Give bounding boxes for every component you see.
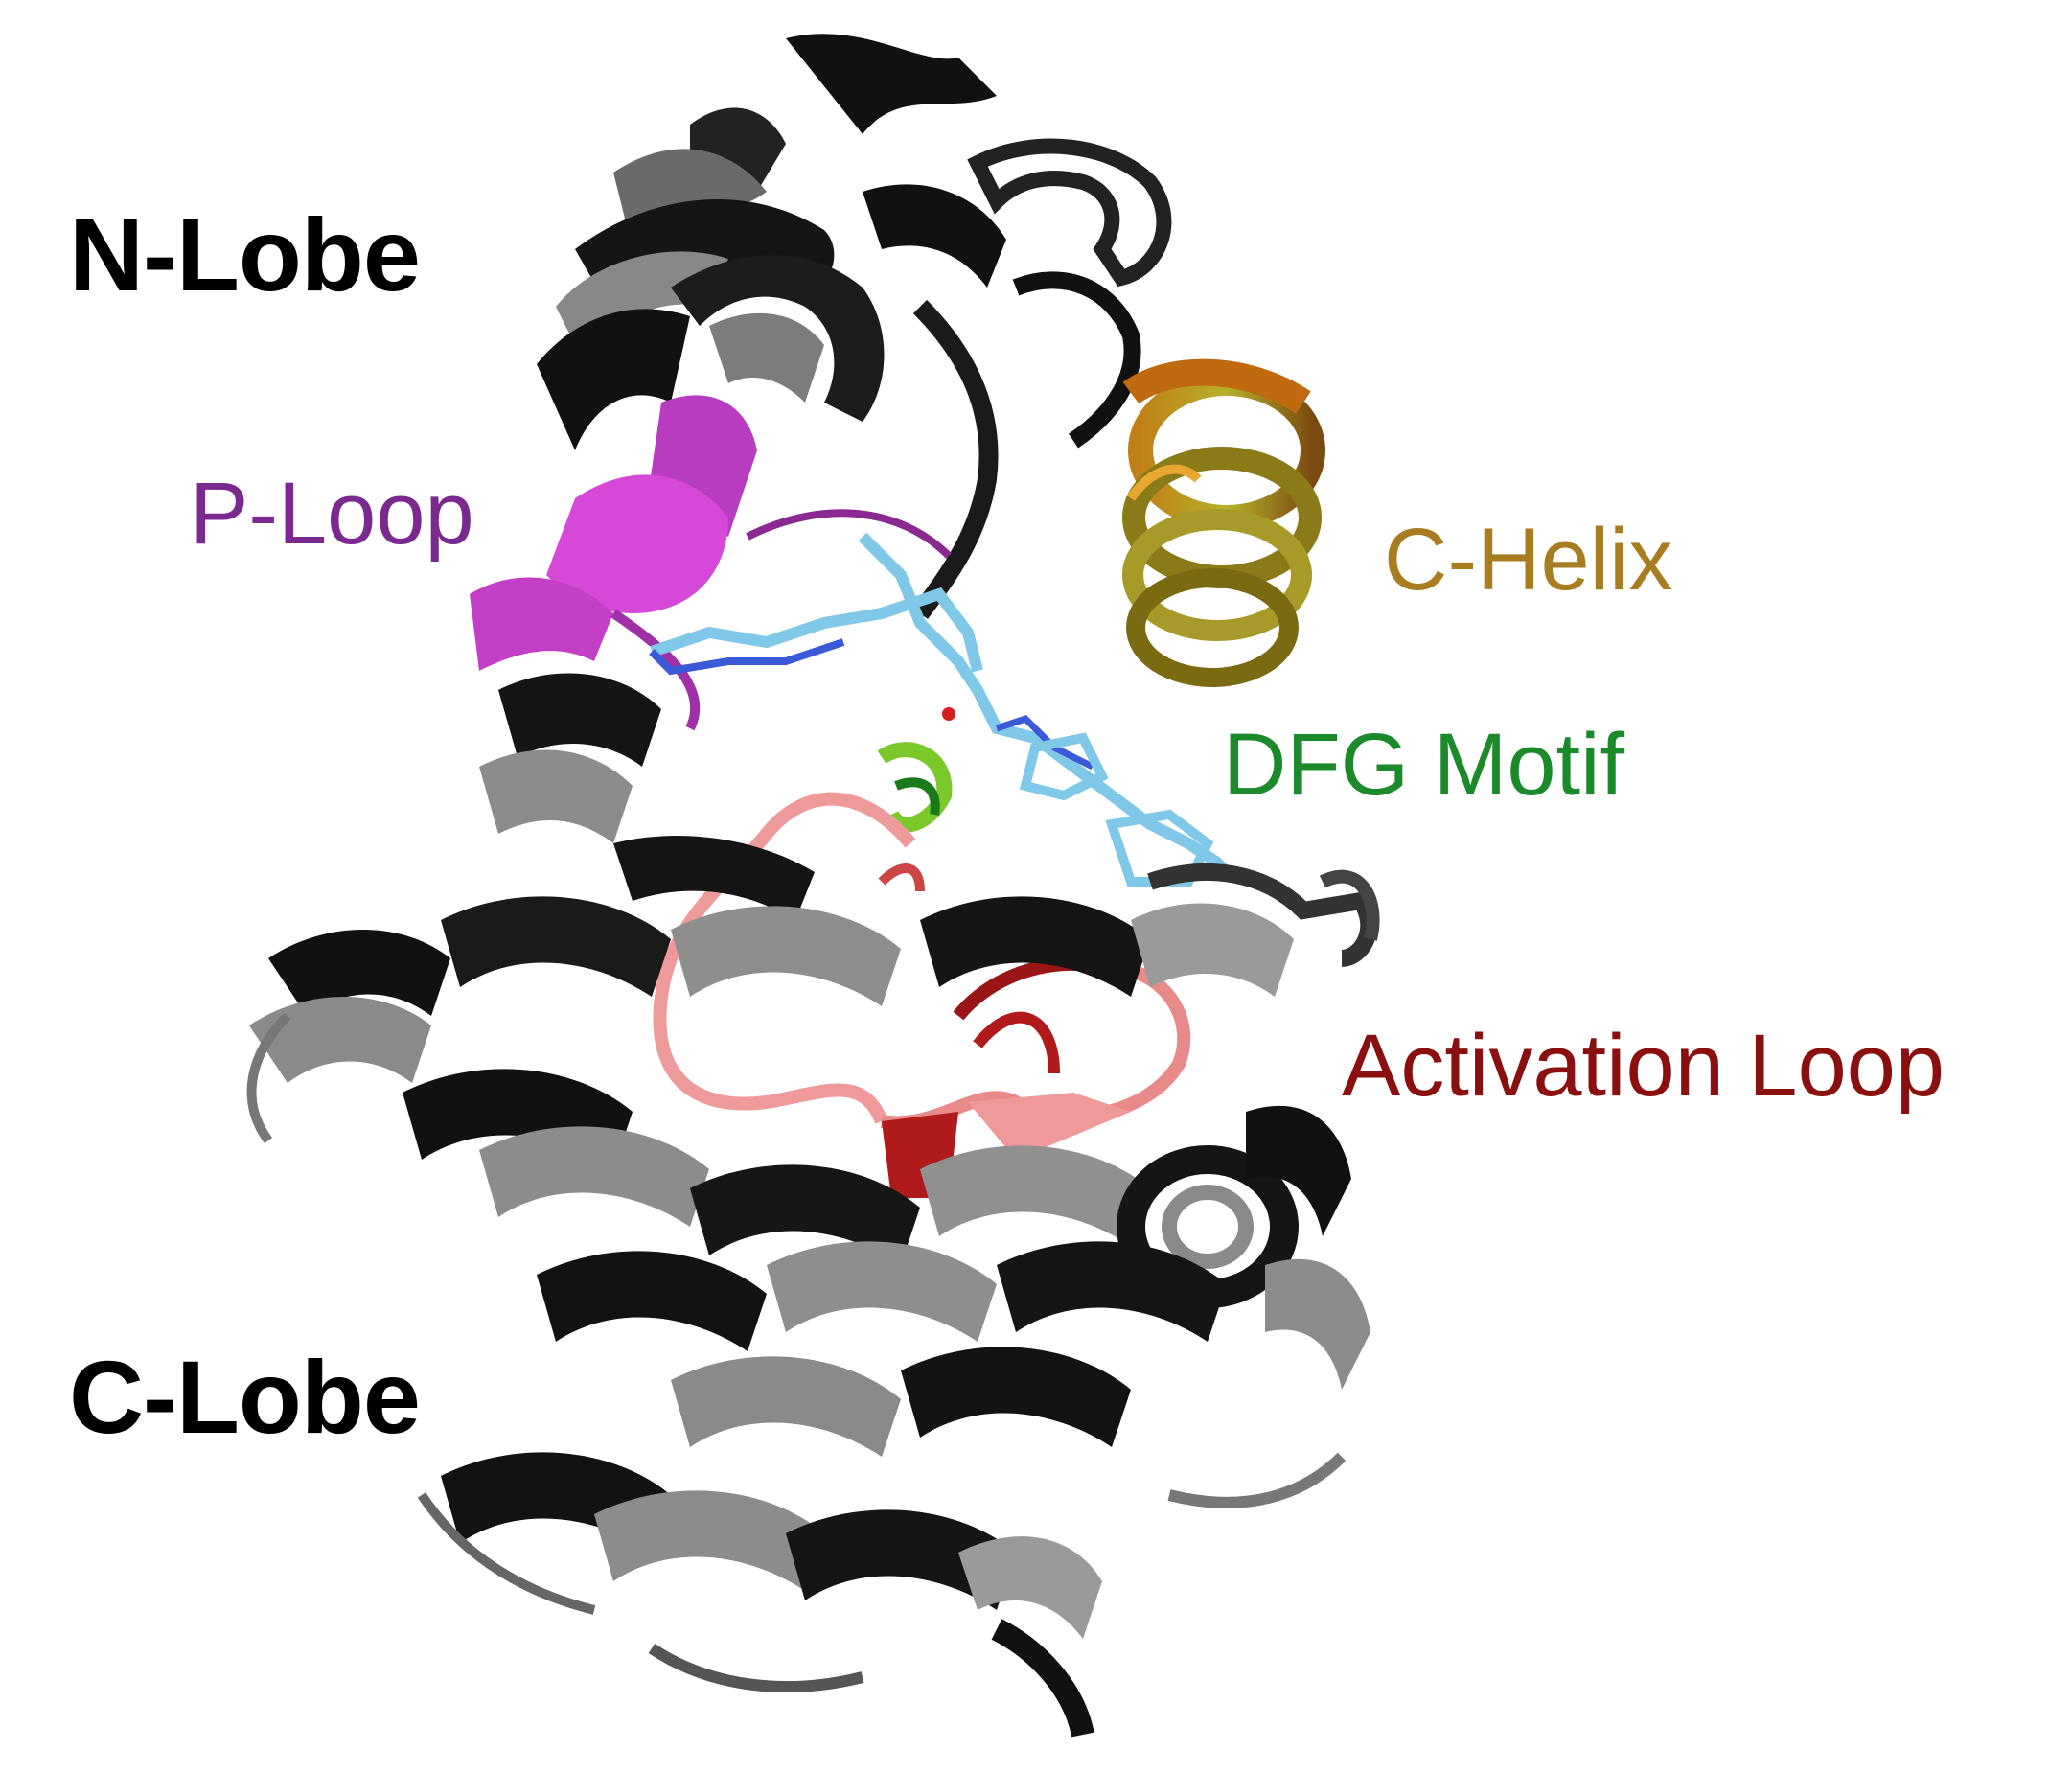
n-lobe-ribbon xyxy=(537,34,1172,619)
c-helix-label: C-Helix xyxy=(1384,511,1673,609)
p-loop-label: P-Loop xyxy=(190,465,474,563)
c-lobe-label: C-Lobe xyxy=(69,1339,421,1455)
activation-loop-label: Activation Loop xyxy=(1342,1017,1945,1115)
dfg-motif-ribbon xyxy=(877,742,953,833)
p-loop-ribbon xyxy=(470,395,952,731)
dfg-motif-label: DFG Motif xyxy=(1223,716,1625,814)
ligand-sticks xyxy=(649,532,1232,886)
n-lobe-label: N-Lobe xyxy=(69,196,421,312)
c-helix-ribbon xyxy=(1122,358,1325,687)
c-lobe-ribbon xyxy=(246,673,1380,1738)
